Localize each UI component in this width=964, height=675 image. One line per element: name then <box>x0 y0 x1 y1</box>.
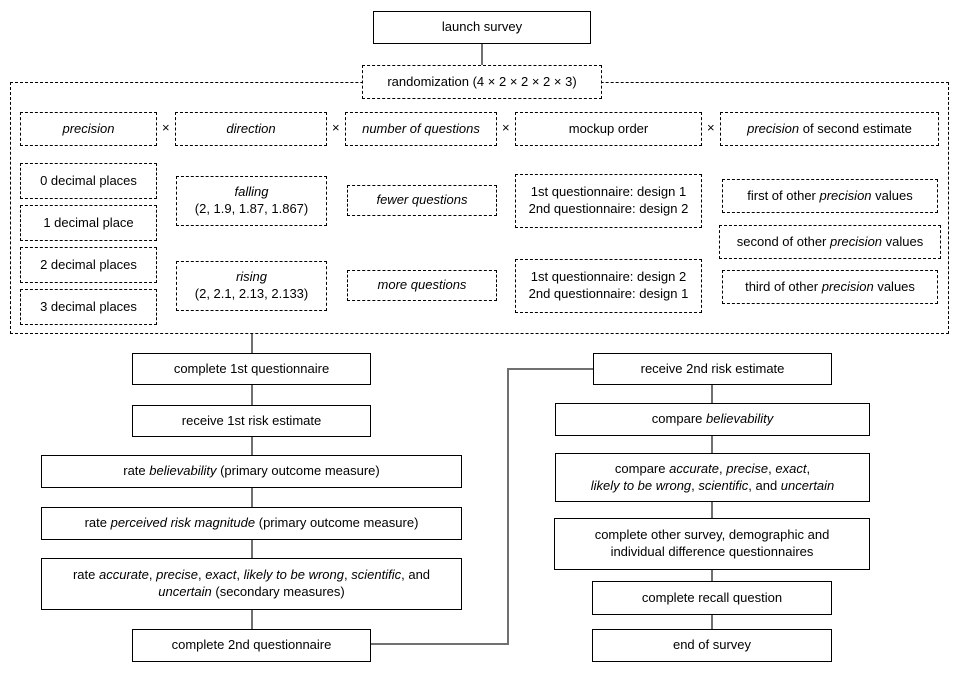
factor-header-precision-second-estimate: precision of second estimate <box>720 112 939 146</box>
node-rate-secondary-measures: rate accurate, precise, exact, likely to… <box>41 558 462 610</box>
connector-left-2-3 <box>251 437 253 455</box>
multiply-sign-1: × <box>162 120 170 135</box>
node-rate-perceived-risk-magnitude: rate perceived risk magnitude (primary o… <box>41 507 462 540</box>
node-rate-believability-label: rate believability (primary outcome meas… <box>123 463 380 479</box>
option-precision-1: 1 decimal place <box>20 205 157 241</box>
connector-right-5-6 <box>711 615 713 629</box>
factor-header-precision-second-estimate-label: precision of second estimate <box>747 120 912 136</box>
node-randomization-label: randomization (4 × 2 × 2 × 2 × 3) <box>387 73 577 89</box>
option-precision-3-label: 3 decimal places <box>40 298 137 314</box>
factor-header-mockup-order: mockup order <box>515 112 702 146</box>
node-compare-believability: compare believability <box>555 403 870 436</box>
connector-right-1-2 <box>711 385 713 403</box>
node-compare-secondary-measures-label: compare accurate, precise, exact,likely … <box>590 460 835 493</box>
option-direction-falling: falling(2, 1.9, 1.87, 1.867) <box>176 176 327 226</box>
node-compare-secondary-measures: compare accurate, precise, exact,likely … <box>555 453 870 502</box>
node-receive-2nd-risk-estimate: receive 2nd risk estimate <box>593 353 832 385</box>
node-randomization: randomization (4 × 2 × 2 × 2 × 3) <box>362 65 602 99</box>
connector-right-4-5 <box>711 570 713 581</box>
node-end-of-survey-label: end of survey <box>672 637 752 653</box>
option-direction-falling-label: falling(2, 1.9, 1.87, 1.867) <box>194 184 309 216</box>
node-rate-secondary-measures-label: rate accurate, precise, exact, likely to… <box>72 567 431 599</box>
multiply-sign-4: × <box>707 120 715 135</box>
option-fewer-questions: fewer questions <box>347 185 497 216</box>
connector-left-4-5 <box>251 540 253 558</box>
node-compare-believability-label: compare believability <box>651 411 774 427</box>
connector-elbow-vertical <box>507 368 509 645</box>
node-launch-survey-label: launch survey <box>441 19 523 35</box>
factor-header-number-of-questions-label: number of questions <box>362 120 480 136</box>
option-precision-second-third: third of other precision values <box>722 270 938 304</box>
option-more-questions-label: more questions <box>377 277 467 293</box>
connector-left-5-6 <box>251 610 253 629</box>
option-precision-0-label: 0 decimal places <box>40 172 137 188</box>
option-precision-second-first: first of other precision values <box>722 179 938 213</box>
option-precision-second-first-label: first of other precision values <box>747 187 913 203</box>
factor-header-direction-label: direction <box>226 120 276 136</box>
option-precision-3: 3 decimal places <box>20 289 157 325</box>
option-precision-2: 2 decimal places <box>20 247 157 283</box>
option-precision-2-label: 2 decimal places <box>40 256 137 272</box>
node-complete-2nd-questionnaire-label: complete 2nd questionnaire <box>171 637 332 653</box>
node-launch-survey: launch survey <box>373 11 591 44</box>
connector-container-left-flow <box>251 334 253 353</box>
node-rate-perceived-risk-magnitude-label: rate perceived risk magnitude (primary o… <box>84 515 419 531</box>
factor-header-precision-label: precision <box>62 120 115 136</box>
connector-right-2-3 <box>711 436 713 453</box>
node-complete-1st-questionnaire: complete 1st questionnaire <box>132 353 371 385</box>
node-end-of-survey: end of survey <box>592 629 832 662</box>
option-precision-1-label: 1 decimal place <box>43 214 134 230</box>
connector-left-3-4 <box>251 488 253 507</box>
connector-launch-randomization <box>481 43 483 66</box>
connector-elbow-bottom <box>371 643 509 645</box>
option-direction-rising-label: rising(2, 2.1, 2.13, 2.133) <box>194 269 309 301</box>
connector-right-3-4 <box>711 502 713 518</box>
option-precision-second-second-label: second of other precision values <box>736 233 924 249</box>
multiply-sign-3: × <box>502 120 510 135</box>
factor-header-number-of-questions: number of questions <box>345 112 497 146</box>
connector-left-1-2 <box>251 385 253 405</box>
factor-header-mockup-order-label: mockup order <box>568 120 649 136</box>
node-rate-believability: rate believability (primary outcome meas… <box>41 455 462 488</box>
multiply-sign-2: × <box>332 120 340 135</box>
option-direction-rising: rising(2, 2.1, 2.13, 2.133) <box>176 261 327 311</box>
option-more-questions: more questions <box>347 270 497 301</box>
option-precision-second-second: second of other precision values <box>719 225 941 259</box>
factor-header-direction: direction <box>175 112 327 146</box>
option-precision-0: 0 decimal places <box>20 163 157 199</box>
node-receive-1st-risk-estimate-label: receive 1st risk estimate <box>181 412 322 428</box>
option-fewer-questions-label: fewer questions <box>376 192 468 208</box>
factor-header-precision: precision <box>20 112 157 146</box>
node-complete-2nd-questionnaire: complete 2nd questionnaire <box>132 629 371 662</box>
node-complete-1st-questionnaire-label: complete 1st questionnaire <box>173 360 330 376</box>
node-complete-recall-question-label: complete recall question <box>641 589 783 605</box>
connector-elbow-top <box>507 368 593 370</box>
node-complete-recall-question: complete recall question <box>592 581 832 615</box>
node-receive-2nd-risk-estimate-label: receive 2nd risk estimate <box>640 360 785 376</box>
option-precision-second-third-label: third of other precision values <box>745 278 915 294</box>
node-receive-1st-risk-estimate: receive 1st risk estimate <box>132 405 371 437</box>
